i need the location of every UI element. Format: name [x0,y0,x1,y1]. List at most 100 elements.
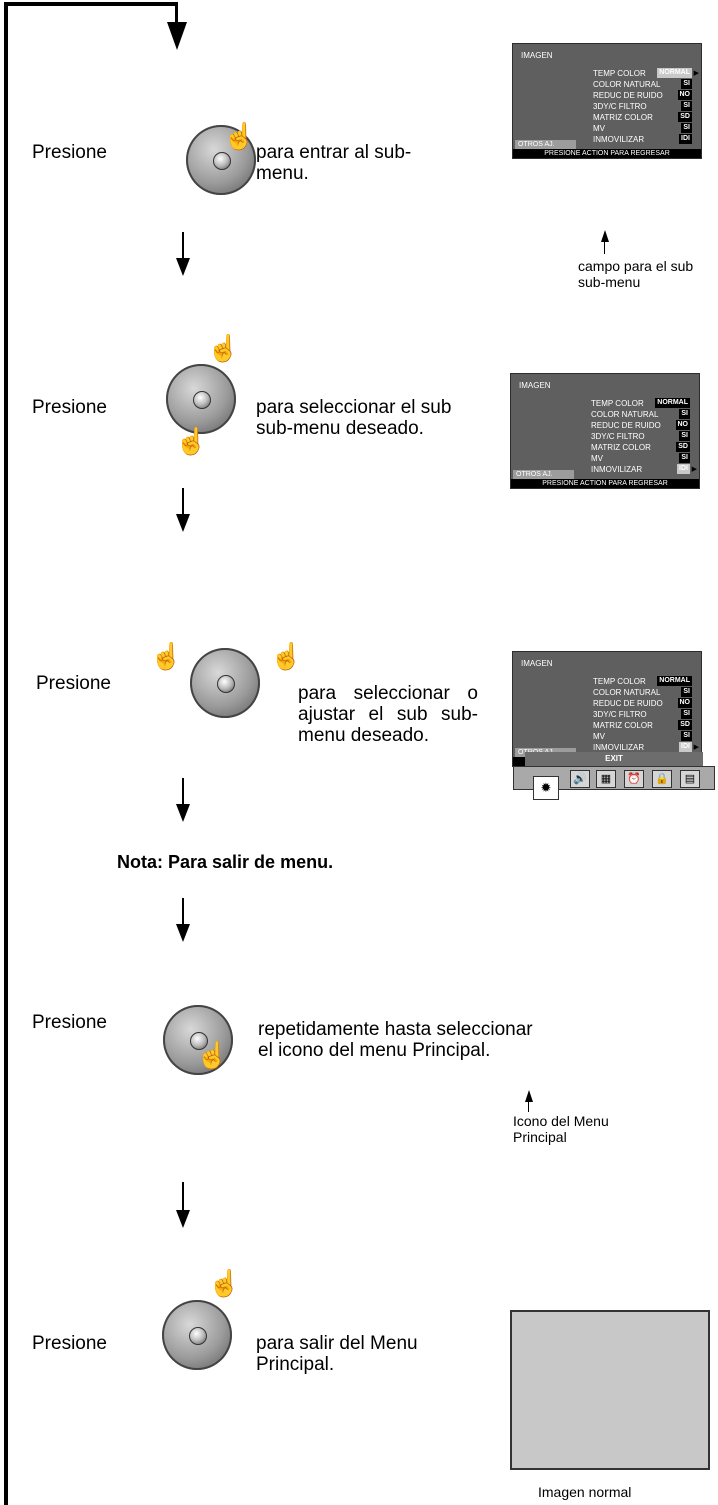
menu-row-label: MV [591,454,603,463]
menu-row-value: NORMAL [657,676,692,686]
menu-row-value: NO [677,90,692,100]
menu-row-label: COLOR NATURAL [591,410,659,419]
arrow-up-icon [601,230,609,242]
menu-row-value: NO [677,698,692,708]
menu-row-value: SI [681,123,692,133]
menu-row-value: NO [675,420,690,430]
pointing-hand-icon: ☝ [223,121,256,151]
step-arrow-line [182,488,184,520]
arrow-down-icon [167,22,187,50]
exit-label: EXIT [525,752,703,766]
caption-line [604,240,605,254]
menu-row-label: INMOVILIZAR [593,135,645,144]
menu-row-value: SD [678,112,692,122]
step-arrow-line [182,778,184,810]
menu-row-label: TEMP COLOR [591,399,644,408]
presione-label: Presione [32,142,107,163]
menu-row-value: IDI [679,134,692,144]
pointing-hand-icon: ☝ [175,426,208,456]
pointer-icon: ▶ [693,70,699,77]
arrow-down-icon [176,1210,190,1228]
menu-row-label: 3DY/C FILTRO [593,102,647,111]
step-arrow-line [182,898,184,930]
step-text: para salir del Menu Principal. [256,1333,418,1375]
caption-field: campo para el sub sub-menu [578,258,694,290]
presione-label: Presione [36,673,111,694]
caption-line [528,1100,529,1112]
caption-icono: Icono del Menu Principal [513,1113,609,1145]
speaker-icon: 🔊 [570,770,590,788]
presione-label: Presione [32,1012,107,1033]
menu-row-value: SI [681,687,692,697]
step-text: para entrar al sub-menu. [256,142,412,184]
flow-line-left [4,2,8,1505]
remote-wheel-icon [186,125,256,195]
nota-heading: Nota: Para salir de menu. [117,852,334,872]
menu-row-label: MV [593,124,605,133]
menu-row-label: REDUC DE RUIDO [591,421,661,430]
menu-row-value: IDI [677,464,690,474]
presione-label: Presione [32,397,107,418]
menu-row-value: SI [681,79,692,89]
menu-row-value: SD [678,720,692,730]
pointing-hand-icon: ☝ [208,1268,241,1298]
menu-title: IMAGEN [521,51,553,60]
remote-wheel-icon [162,1300,232,1370]
otros-aj-label: OTROS AJ. [513,470,574,480]
pointing-hand-icon: ☝ [196,1040,229,1070]
picture-icon: ✹ [533,776,559,800]
presione-action-bar: PRESIONE ACTION PARA REGRESAR [513,149,701,158]
menu-row-value: SD [676,442,690,452]
presione-action-bar: PRESIONE ACTION PARA REGRESAR [511,479,699,488]
clock-icon: ⏰ [624,770,644,788]
arrow-down-icon [176,514,190,532]
menu-row-label: REDUC DE RUIDO [593,91,663,100]
menu-row-label: TEMP COLOR [593,69,646,78]
presione-label: Presione [32,1333,107,1354]
normal-picture-screen [510,1310,710,1470]
menu-row-label: REDUC DE RUIDO [593,699,663,708]
remote-wheel-icon [163,1005,233,1075]
setup-icon: ▤ [680,770,700,788]
arrow-down-icon [176,804,190,822]
menu-row-value: SI [679,453,690,463]
menu-row-value: IDI [679,742,692,752]
arrow-up-icon [525,1090,533,1102]
menu-row-value: SI [679,409,690,419]
pointing-hand-icon: ☝ [150,641,183,671]
remote-wheel-icon [190,648,260,718]
menu-row-value: SI [681,709,692,719]
flow-line-top [4,2,178,6]
step-text: para seleccionar el sub sub-menu deseado… [256,397,452,439]
otros-aj-label: OTROS AJ. [515,140,576,150]
remote-wheel-icon [166,364,236,434]
menu-row-value: SI [681,731,692,741]
menu-row-value: NORMAL [657,68,692,78]
step-text: repetidamente hasta seleccionar el icono… [258,1019,533,1061]
menu-row-label: 3DY/C FILTRO [591,432,645,441]
menu-row-value: SI [679,431,690,441]
menu-row-label: MATRIZ COLOR [591,443,651,452]
menu-row-label: 3DY/C FILTRO [593,710,647,719]
exit-toolbar: EXIT 🔊 ▦ ⏰ 🔒 ▤ ✹ [513,752,715,800]
menu-row-label: COLOR NATURAL [593,80,661,89]
menu-row-label: MATRIZ COLOR [593,721,653,730]
menu-screenshot: IMAGEN TEMP COLOR NORMAL▶ COLOR NATURAL SI… [512,43,702,159]
menu-row-value: SI [681,101,692,111]
menu-row-label: INMOVILIZAR [591,465,643,474]
menu-title: IMAGEN [521,659,553,668]
pointing-hand-icon: ☝ [270,641,303,671]
menu-title: IMAGEN [519,381,551,390]
menu-row-label: TEMP COLOR [593,677,646,686]
timer-icon: ▦ [596,770,616,788]
pointing-hand-icon: ☝ [207,333,240,363]
menu-row-label: MV [593,732,605,741]
menu-row-value: NORMAL [655,398,690,408]
pointer-icon: ▶ [693,744,699,751]
step-arrow-line [182,232,184,264]
arrow-down-icon [176,924,190,942]
menu-row-label: COLOR NATURAL [593,688,661,697]
step-text: para seleccionar o ajustar el sub sub-me… [298,683,478,746]
